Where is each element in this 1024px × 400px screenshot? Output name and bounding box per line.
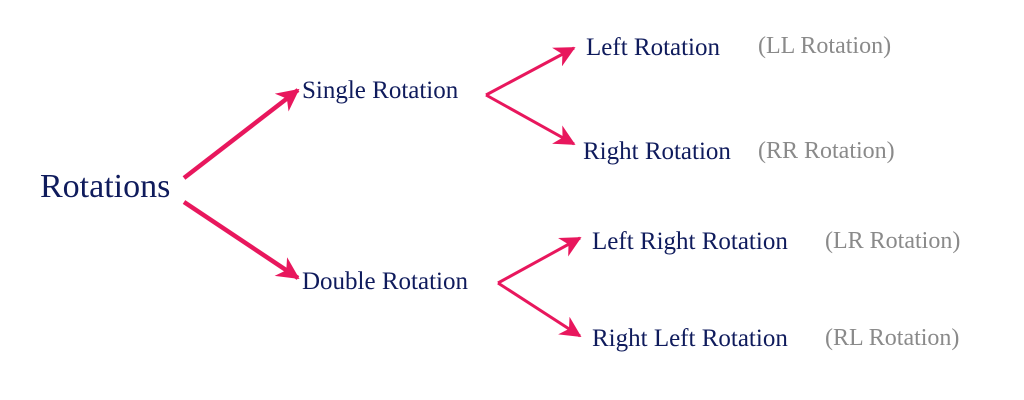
- arrow-single-to-left: [485, 46, 576, 97]
- abbr-lr-rotation: (LR Rotation): [825, 228, 961, 254]
- root-node-rotations: Rotations: [40, 168, 171, 205]
- arrow-double-to-right-left: [497, 281, 582, 338]
- node-double-rotation: Double Rotation: [302, 268, 468, 295]
- abbr-rl-rotation: (RL Rotation): [825, 325, 960, 351]
- arrow-root-to-single: [182, 88, 300, 180]
- node-right-rotation: Right Rotation: [583, 138, 731, 165]
- node-single-rotation: Single Rotation: [302, 77, 459, 104]
- arrow-root-to-double: [182, 200, 300, 280]
- node-left-right-rotation: Left Right Rotation: [592, 228, 788, 255]
- node-right-left-rotation: Right Left Rotation: [592, 325, 788, 352]
- arrow-double-to-left-right: [497, 236, 582, 285]
- abbr-ll-rotation: (LL Rotation): [758, 33, 892, 59]
- arrow-single-to-right: [485, 93, 576, 146]
- node-left-rotation: Left Rotation: [586, 34, 720, 61]
- abbr-rr-rotation: (RR Rotation): [758, 138, 895, 164]
